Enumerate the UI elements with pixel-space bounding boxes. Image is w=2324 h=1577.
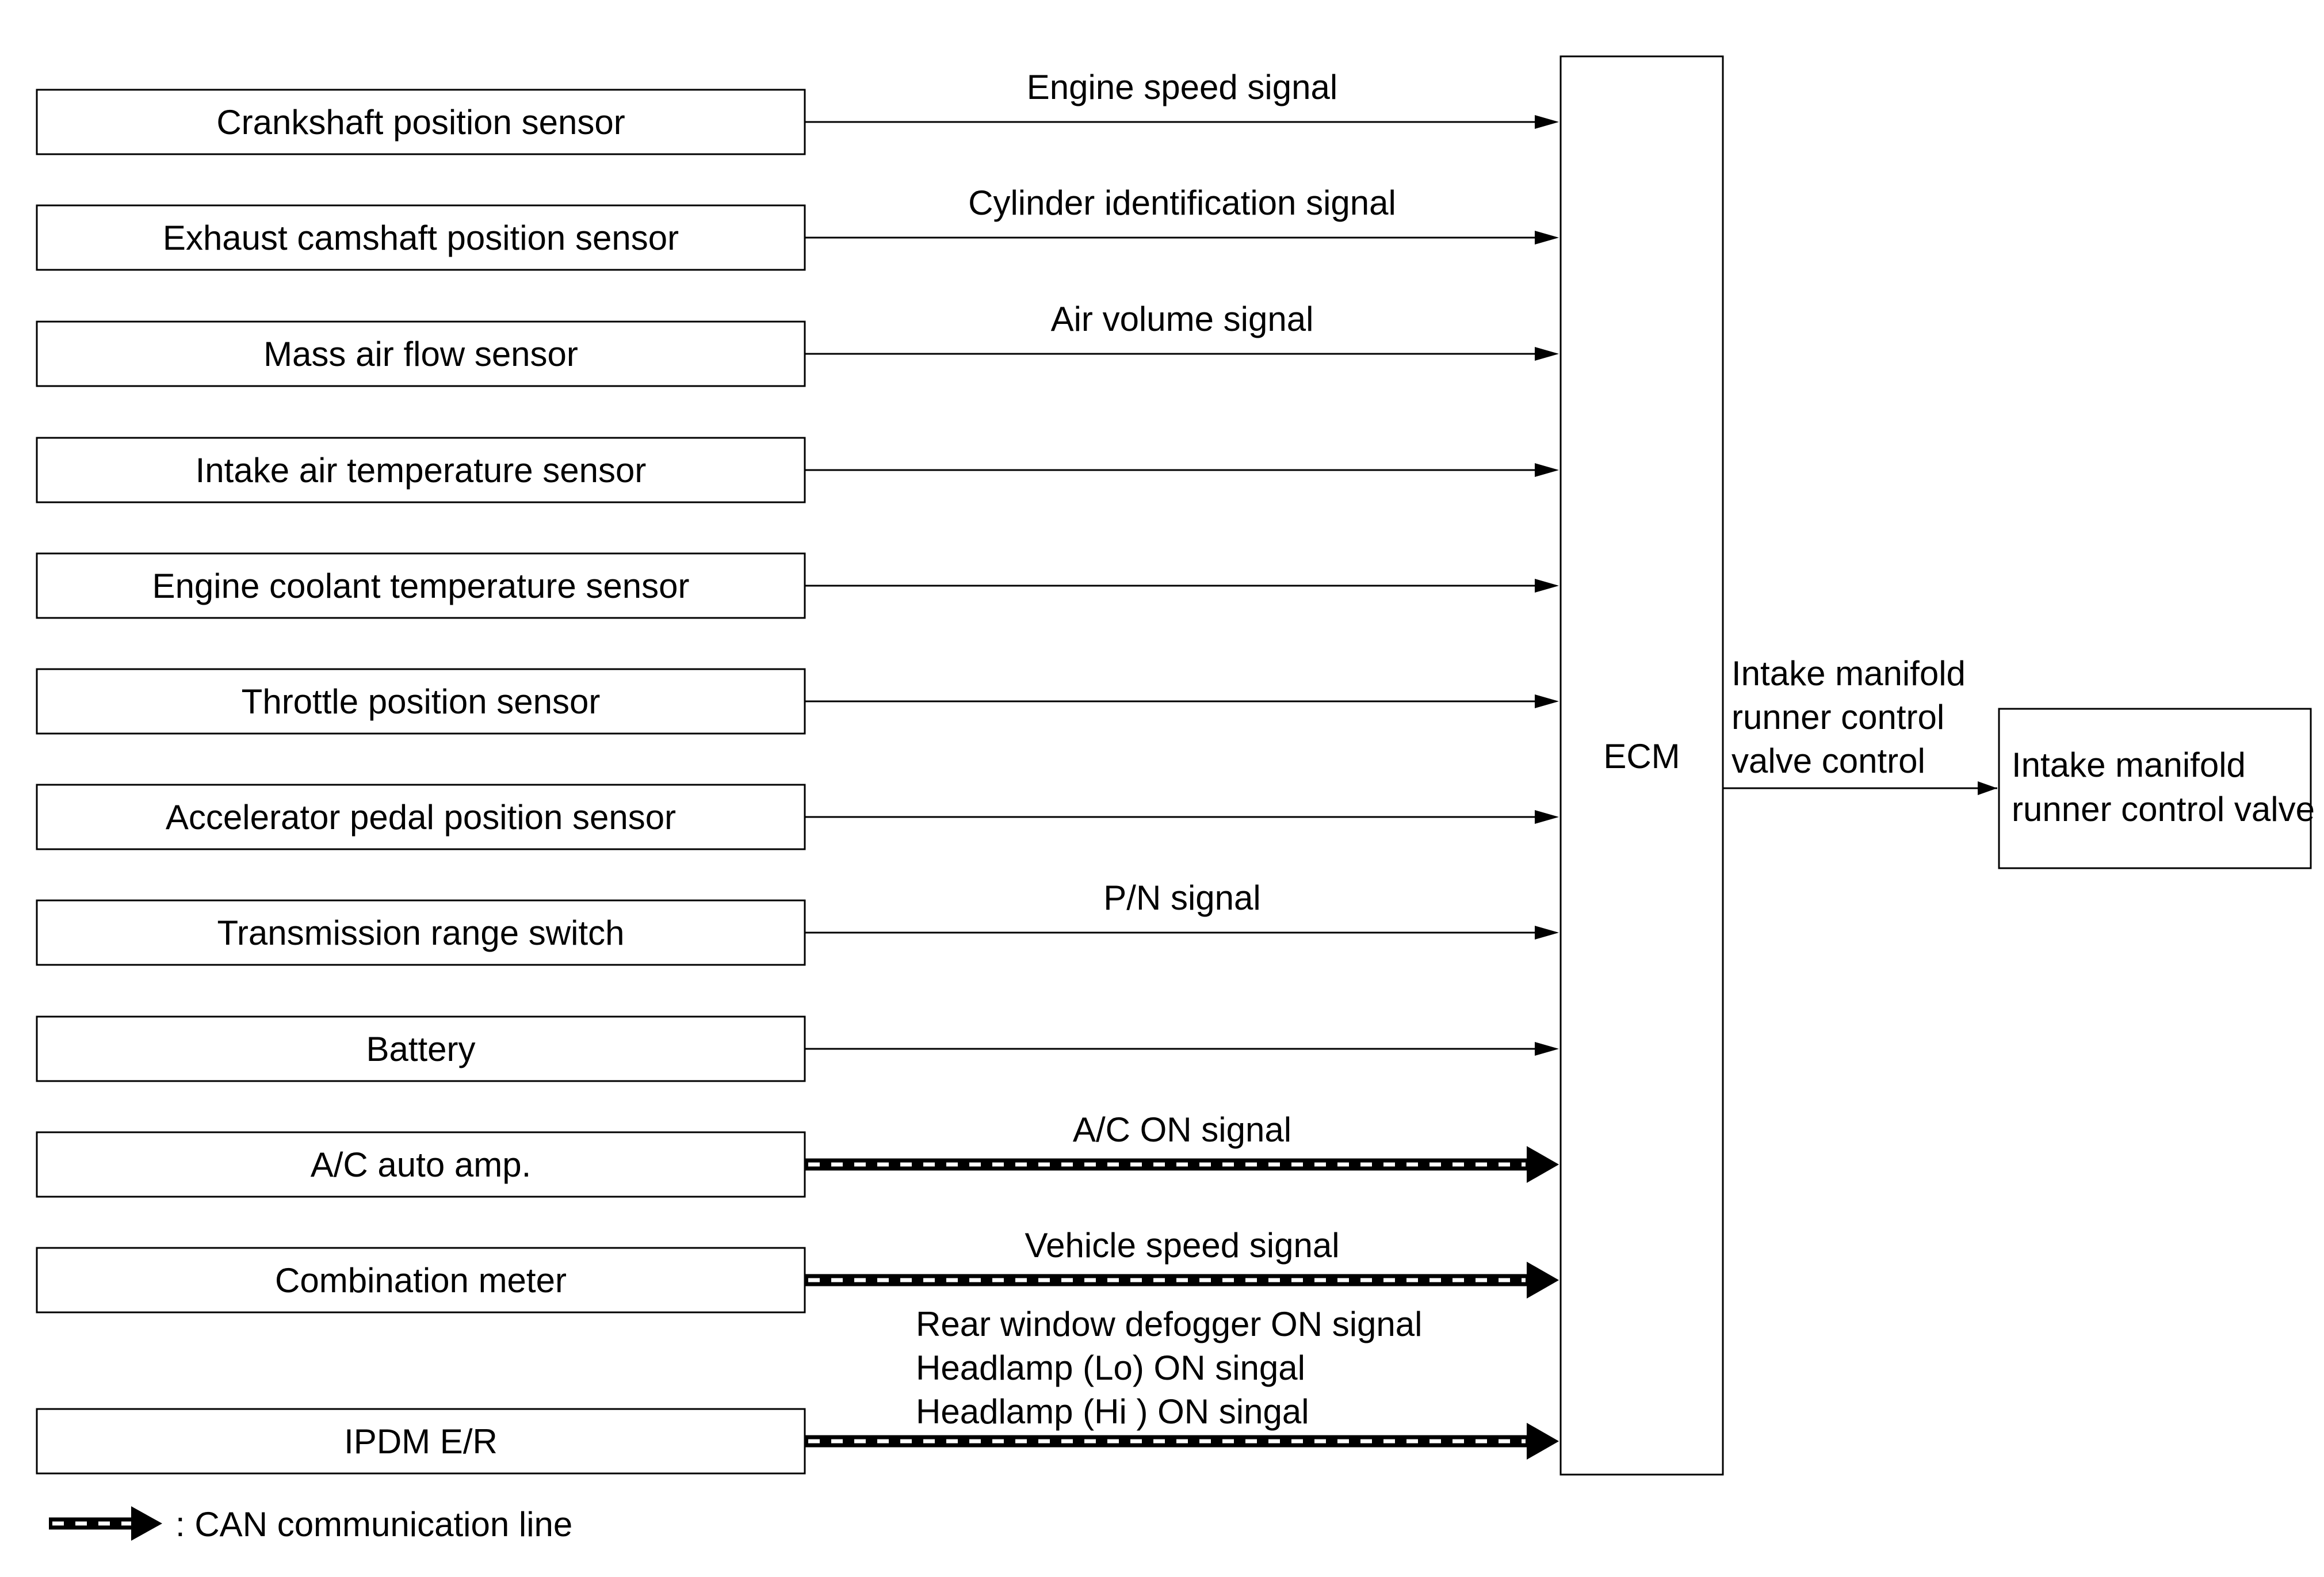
intake-manifold-valve-box [1998, 708, 2312, 869]
input-box [36, 204, 806, 271]
signal-arrowhead [1535, 926, 1559, 940]
signal-arrowhead [1535, 231, 1559, 245]
input-box-label: Transmission range switch [217, 914, 624, 952]
ecm-block: ECM [1559, 55, 1724, 1476]
input-row: Accelerator pedal position sensor [36, 784, 1559, 850]
input-box [36, 1408, 806, 1475]
signal-label-line: Headlamp (Lo) ON singal [916, 1349, 1305, 1387]
input-row: Engine coolant temperature sensor [36, 552, 1559, 619]
legend-arrowhead [131, 1506, 162, 1541]
signal-arrowhead [1535, 1042, 1559, 1056]
signal-label: A/C ON signal [1073, 1110, 1291, 1149]
input-box [36, 1131, 806, 1198]
signal-label: P/N signal [1103, 879, 1260, 917]
signal-arrowhead [1535, 347, 1559, 361]
can-arrowhead [1527, 1423, 1559, 1460]
output-signal-line-2: runner control [1731, 698, 1944, 736]
output-signal-line-3: valve control [1731, 742, 1925, 780]
input-box-label: A/C auto amp. [311, 1145, 532, 1184]
legend: : CAN communication line [49, 1505, 572, 1544]
can-arrowhead [1527, 1146, 1559, 1183]
signal-arrowhead [1535, 115, 1559, 129]
input-box [36, 552, 806, 619]
input-row: Throttle position sensor [36, 668, 1559, 735]
input-row: A/C auto amp. A/C ON signal [36, 1110, 1559, 1198]
input-row: Exhaust camshaft position sensor Cylinder… [36, 184, 1559, 271]
signal-arrowhead [1535, 810, 1559, 824]
input-box-label: Crankshaft position sensor [216, 103, 625, 142]
input-box [36, 899, 806, 966]
input-box-label: Mass air flow sensor [263, 335, 578, 373]
ecm-label: ECM [1603, 737, 1680, 776]
input-box-label: Throttle position sensor [242, 682, 601, 721]
signal-label: Air volume signal [1051, 300, 1314, 338]
signal-label: Engine speed signal [1027, 68, 1337, 106]
input-row: Crankshaft position sensor Engine speed s… [36, 68, 1559, 155]
input-box-label: IPDM E/R [344, 1422, 498, 1461]
signal-label: Cylinder identification signal [968, 184, 1396, 222]
input-row: Combination meter Vehicle speed signal [36, 1226, 1559, 1313]
signal-arrowhead [1535, 694, 1559, 708]
input-row: IPDM E/R Rear window defogger ON signalHe… [36, 1305, 1559, 1475]
input-box-label: Exhaust camshaft position sensor [163, 219, 679, 257]
input-row: Mass air flow sensor Air volume signal [36, 300, 1559, 387]
input-devices: Crankshaft position sensor Engine speed s… [36, 68, 1559, 1475]
can-arrowhead [1527, 1262, 1559, 1299]
input-box [36, 437, 806, 503]
output-signal-line-1: Intake manifold [1731, 654, 1966, 693]
legend-label: : CAN communication line [175, 1505, 572, 1544]
input-box-label: Battery [366, 1030, 475, 1068]
output-group: Intake manifold runner control valve con… [1723, 654, 2315, 869]
input-row: Transmission range switch P/N signal [36, 879, 1559, 966]
input-box-label: Combination meter [275, 1261, 567, 1300]
output-arrowhead [1978, 781, 1997, 795]
input-box [36, 320, 806, 387]
intake-manifold-valve-label-1: Intake manifold [2012, 746, 2246, 784]
input-row: Battery [36, 1015, 1559, 1082]
input-box [36, 1247, 806, 1313]
input-box [36, 784, 806, 850]
signal-arrowhead [1535, 463, 1559, 477]
input-box-label: Accelerator pedal position sensor [166, 798, 676, 837]
input-box [36, 668, 806, 735]
input-box-label: Intake air temperature sensor [196, 451, 647, 490]
signal-label: Vehicle speed signal [1025, 1226, 1339, 1265]
signal-label-line: Rear window defogger ON signal [916, 1305, 1422, 1343]
signal-label-line: Headlamp (Hi ) ON singal [916, 1392, 1309, 1431]
signal-arrowhead [1535, 579, 1559, 593]
input-box-label: Engine coolant temperature sensor [152, 567, 690, 605]
intake-manifold-valve-label-2: runner control valve [2012, 790, 2315, 828]
input-box [36, 89, 806, 155]
input-row: Intake air temperature sensor [36, 437, 1559, 503]
